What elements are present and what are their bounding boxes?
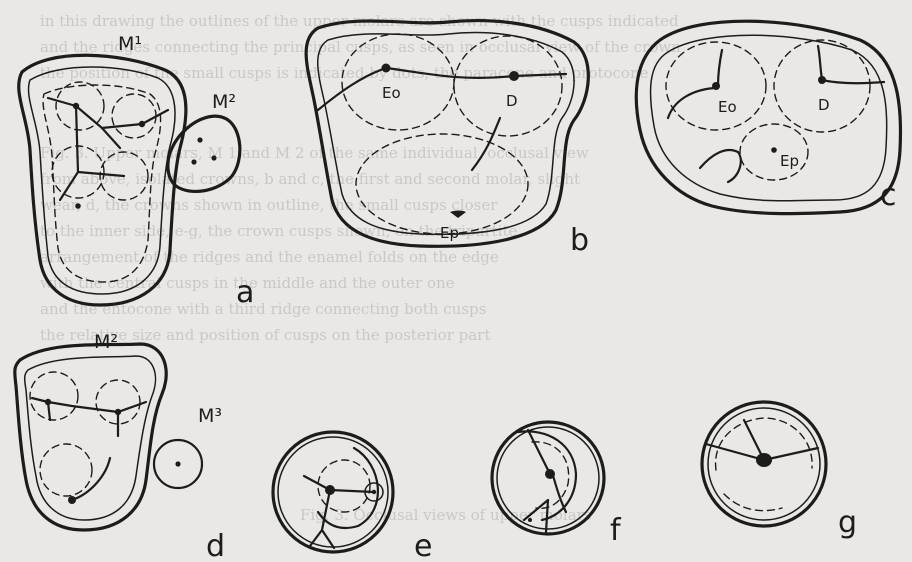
label-m2-d: M² — [94, 331, 118, 353]
panel-a-cusp-point-3 — [75, 203, 81, 209]
panel-c-ep-dot — [771, 147, 777, 153]
panel-a-cusp-point-1 — [73, 103, 79, 109]
panel-f-center-dot — [545, 469, 555, 479]
panel-c-label-d: D — [818, 96, 830, 114]
panel-c-eo-dot — [712, 82, 720, 90]
panel-d-ridges — [32, 398, 146, 500]
panel-g-dashed-lower — [724, 494, 782, 511]
panel-e-drawing — [273, 432, 393, 552]
panel-c-inner-outline — [651, 35, 887, 201]
panel-a-m2-point-2 — [191, 159, 196, 164]
panel-b-ep-mark — [450, 211, 466, 219]
panel-d-cusp-point-3 — [68, 496, 76, 504]
panel-d-m2-inner-outline — [25, 356, 156, 520]
panel-d-cusp-circle-3 — [40, 444, 92, 496]
panel-c-label-eo: Eo — [718, 98, 737, 116]
panel-b-label-d: D — [506, 92, 518, 110]
bg-line-5: Fig. 3. Upper molars, M 1 and M 2 of the… — [40, 144, 589, 162]
panel-e-small-dot — [372, 490, 376, 494]
panel-c-d-dot — [818, 76, 826, 84]
panel-d-cusp-circle-1 — [30, 372, 78, 420]
panel-label-g: g — [838, 505, 857, 540]
panel-d-cusp-point-2 — [115, 409, 121, 415]
panel-c-ridges — [668, 46, 884, 118]
panel-g-drawing — [702, 402, 826, 526]
panel-d-m2-outer-outline — [15, 344, 166, 530]
bg-line-9: arrangement of the ridges and the enamel… — [40, 248, 499, 266]
panel-a-m2-point-1 — [197, 137, 202, 142]
panel-f-small-dot — [528, 518, 532, 522]
panel-b-eo-dot — [382, 64, 391, 73]
panel-b-d-dot — [509, 71, 519, 81]
label-m1: M¹ — [118, 33, 142, 55]
panel-label-b: b — [570, 223, 589, 258]
bg-line-7: wear, d, the crowns shown in outline, th… — [40, 196, 498, 214]
panel-label-f: f — [610, 513, 622, 548]
label-m3: M³ — [198, 405, 222, 427]
panel-b-label-eo: Eo — [382, 84, 401, 102]
label-m2-a: M² — [212, 91, 236, 113]
panel-c-cusp-d-circle — [774, 40, 870, 132]
panel-c-label-ep: Ep — [780, 152, 799, 170]
panel-d-drawing — [15, 344, 202, 530]
panel-label-c: c — [880, 178, 897, 213]
panel-label-a: a — [236, 275, 254, 310]
panel-a-cusp-point-2 — [139, 121, 145, 127]
panel-b-label-ep: Ep — [440, 224, 459, 242]
panel-e-center-dot — [325, 485, 335, 495]
panel-a-cusp-circle-2 — [112, 94, 156, 138]
panel-c-lingual-fold — [700, 150, 741, 182]
panel-d-m3-point — [175, 461, 180, 466]
panel-d-cusp-point-1 — [45, 399, 51, 405]
bg-line-6: from above, isolated crowns, b and c, th… — [40, 170, 580, 188]
panel-label-e: e — [414, 529, 432, 562]
bg-line-11: and the entocone with a third ridge conn… — [40, 300, 486, 318]
panel-e-dashed-cusp — [318, 460, 370, 512]
panel-f-drawing — [492, 422, 604, 534]
panel-a-m2-point-3 — [211, 155, 216, 160]
panel-g-center-dot — [756, 453, 772, 467]
panel-label-d: d — [206, 529, 225, 562]
